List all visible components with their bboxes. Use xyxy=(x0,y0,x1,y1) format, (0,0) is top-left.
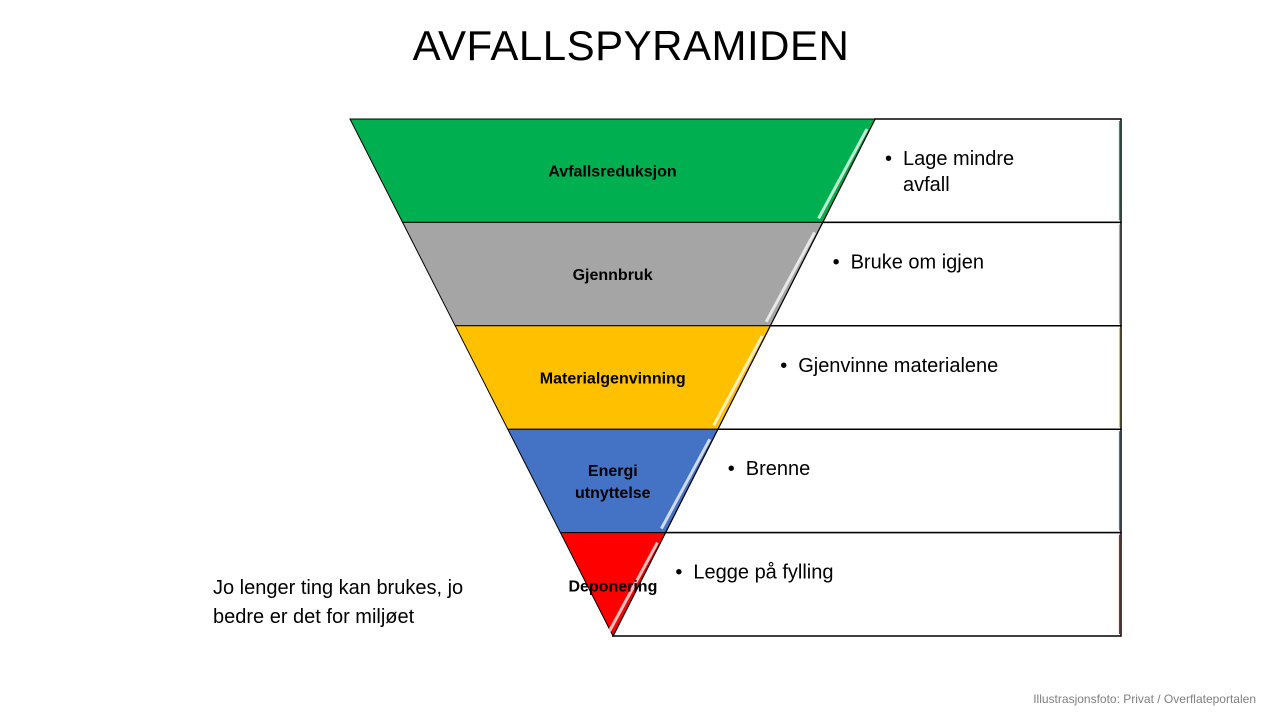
level-label: Avfallsreduksjon xyxy=(548,164,676,181)
level-description-box xyxy=(611,531,1122,637)
level-description: Bruke om igjen xyxy=(851,251,984,273)
pyramid-band xyxy=(559,532,667,638)
pyramid-level-3: Materialgenvinning • Gjenvinne materialene xyxy=(454,325,1122,430)
level-description: Gjenvinne materialene xyxy=(798,355,998,377)
level-description-box xyxy=(716,325,1122,430)
level-description: Legge på fylling xyxy=(693,562,833,584)
level-description-box xyxy=(664,428,1122,534)
pyramid-level-5: Deponering • Legge på fylling xyxy=(559,531,1122,638)
band-bevel-highlight xyxy=(607,541,659,633)
band-bevel-highlight xyxy=(764,231,816,323)
slide-title: AVFALLSPYRAMIDEN xyxy=(412,22,850,69)
level-label: Gjennbruk xyxy=(573,267,653,284)
bullet-dot: • xyxy=(833,251,840,273)
bullet-dot: • xyxy=(675,562,682,584)
band-bevel-highlight xyxy=(660,438,712,530)
footnote-text: Jo lenger ting kan brukes, jo bedre er d… xyxy=(213,577,464,628)
pyramid-level-2: Gjennbruk • Bruke om igjen xyxy=(401,221,1122,327)
bullet-dot: • xyxy=(780,355,787,377)
photo-credit: Illustrasjonsfoto: Privat / Overflatepor… xyxy=(1033,692,1256,706)
band-bevel-highlight xyxy=(712,335,764,426)
bullet-dot: • xyxy=(728,458,735,480)
bullet-dot: • xyxy=(885,148,892,170)
level-description-box xyxy=(768,221,1122,327)
band-bevel-highlight xyxy=(817,128,869,220)
level-label: Materialgenvinning xyxy=(540,371,686,388)
level-label: Deponering xyxy=(568,579,657,596)
level-description: Brenne xyxy=(746,458,811,480)
